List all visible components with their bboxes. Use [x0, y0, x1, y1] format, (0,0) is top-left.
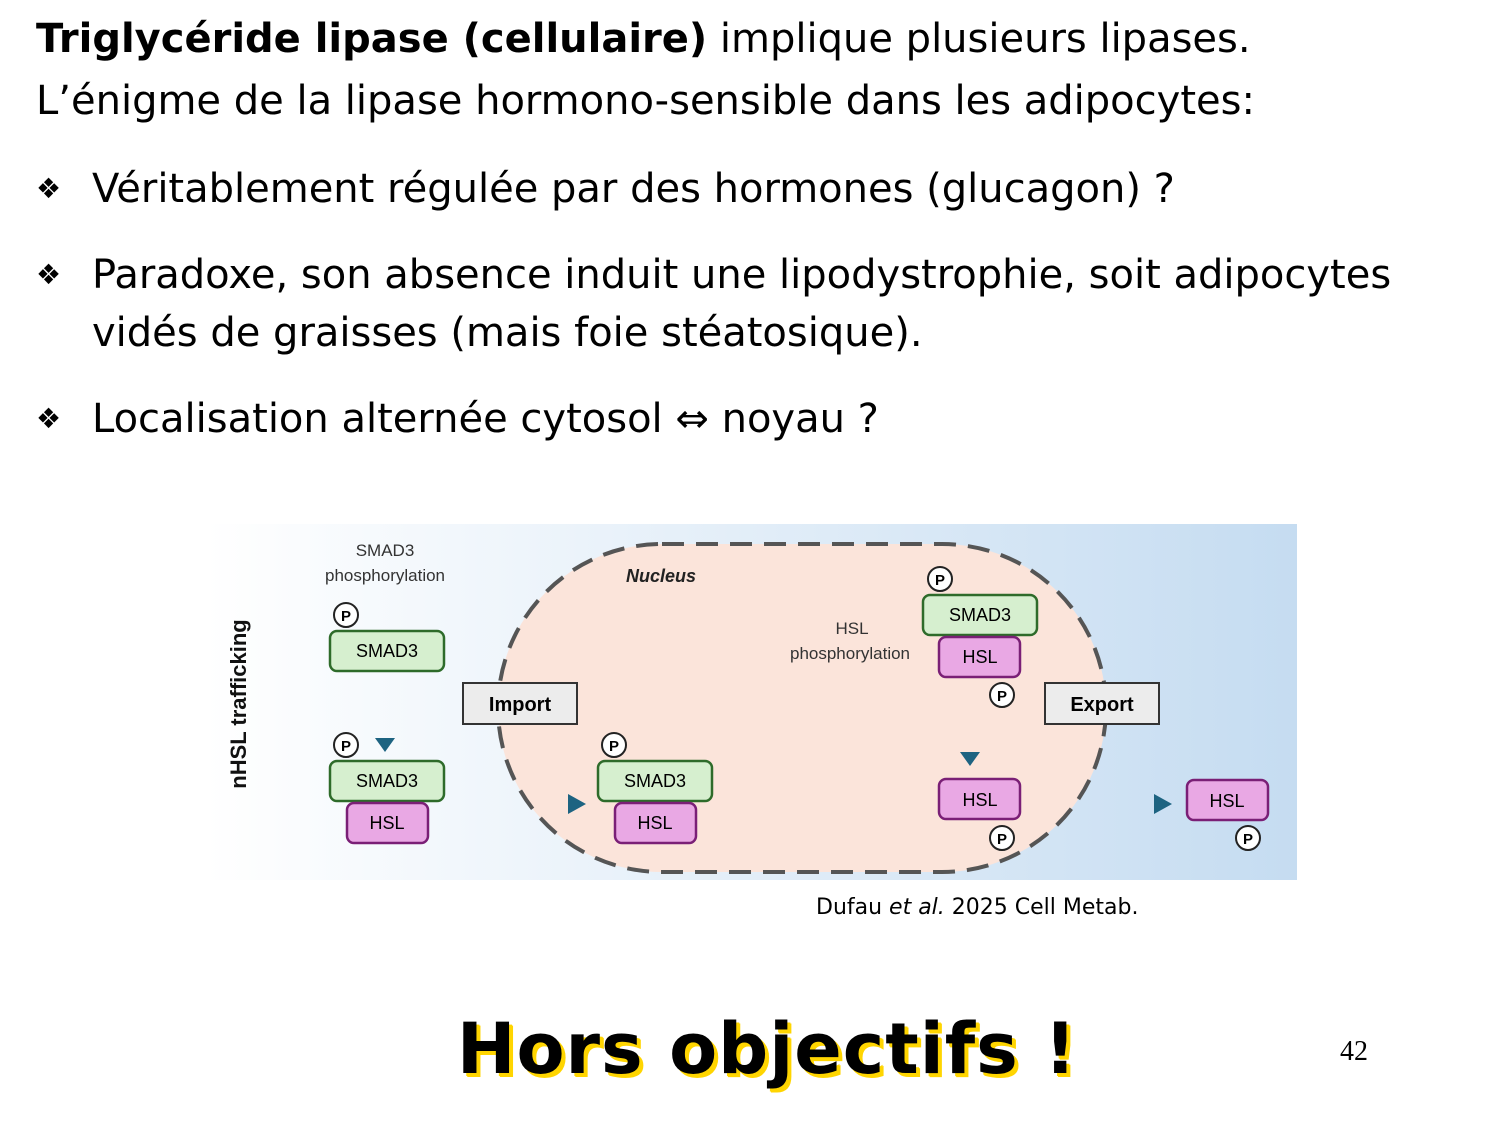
- phosphate-label: P: [997, 688, 1007, 705]
- hsl-box: [613, 801, 698, 845]
- smad3-phos-label-2: phosphorylation: [325, 566, 445, 585]
- smad3-label: SMAD3: [356, 641, 418, 661]
- smad3-label: SMAD3: [949, 605, 1011, 625]
- bullet-text: Véritablement régulée par des hormones (…: [92, 166, 1175, 212]
- phosphate-icon: [927, 566, 953, 592]
- smad3-box: [596, 759, 714, 803]
- diamond-bullet-icon: ❖: [36, 402, 62, 435]
- phosphate-label: P: [341, 738, 351, 755]
- smad3-box: [328, 629, 446, 673]
- page-number: 42: [1340, 1036, 1368, 1067]
- hsl-trafficking-figure: Nucleus nHSL trafficking SMAD3 phosphory…: [206, 524, 1297, 880]
- export-box: [1044, 682, 1160, 725]
- title-rest: implique plusieurs lipases.: [707, 16, 1251, 62]
- phosphate-label: P: [341, 608, 351, 625]
- hsl-box: [345, 801, 430, 845]
- smad3-label: SMAD3: [624, 771, 686, 791]
- hsl-phos-label-1: HSL: [835, 619, 868, 638]
- trafficking-label: nHSL trafficking: [226, 619, 251, 789]
- phosphate-label: P: [1243, 831, 1253, 848]
- phosphate-icon: [989, 825, 1015, 851]
- bullet-text-continued: vidés de graisses (mais foie stéatosique…: [92, 310, 923, 356]
- phosphate-label: P: [997, 831, 1007, 848]
- nucleus-label: Nucleus: [626, 566, 696, 586]
- citation-rest: 2025 Cell Metab.: [944, 895, 1139, 920]
- smad3-box: [328, 759, 446, 803]
- phosphate-icon: [1235, 825, 1261, 851]
- import-box: [462, 682, 578, 725]
- slide-title: Triglycéride lipase (cellulaire) impliqu…: [36, 16, 1251, 62]
- hsl-label: HSL: [962, 790, 997, 810]
- phosphate-icon: [601, 732, 627, 758]
- bullet-text: Localisation alternée cytosol ⇔ noyau ?: [92, 396, 879, 442]
- citation-author: Dufau: [816, 895, 890, 920]
- phosphate-icon: [333, 732, 359, 758]
- hsl-phos-label-2: phosphorylation: [790, 644, 910, 663]
- smad3-phos-label-1: SMAD3: [356, 541, 415, 560]
- smad3-label: SMAD3: [356, 771, 418, 791]
- phosphate-icon: [333, 602, 359, 628]
- off-topic-banner: Hors objectifs !: [456, 1008, 1078, 1090]
- title-bold: Triglycéride lipase (cellulaire): [36, 16, 708, 62]
- diamond-bullet-icon: ❖: [36, 258, 62, 291]
- diamond-bullet-icon: ❖: [36, 172, 62, 205]
- slide-subtitle: L’énigme de la lipase hormono-sensible d…: [36, 78, 1255, 124]
- hsl-box: [937, 777, 1022, 821]
- export-label: Export: [1070, 694, 1134, 716]
- citation-etal: et al.: [889, 895, 945, 920]
- nucleus-outline: [496, 542, 1108, 874]
- hsl-label: HSL: [962, 647, 997, 667]
- hsl-label: HSL: [637, 813, 672, 833]
- hsl-label: HSL: [369, 813, 404, 833]
- hsl-box: [937, 635, 1022, 679]
- hsl-label: HSL: [1209, 791, 1244, 811]
- phosphate-icon: [989, 682, 1015, 708]
- phosphate-label: P: [609, 738, 619, 755]
- smad3-box: [921, 593, 1039, 637]
- hsl-box: [1185, 778, 1270, 822]
- import-label: Import: [489, 694, 552, 716]
- phosphate-label: P: [935, 572, 945, 589]
- bullet-text: Paradoxe, son absence induit une lipodys…: [92, 252, 1392, 298]
- citation: Dufau et al. 2025 Cell Metab.: [816, 895, 1138, 920]
